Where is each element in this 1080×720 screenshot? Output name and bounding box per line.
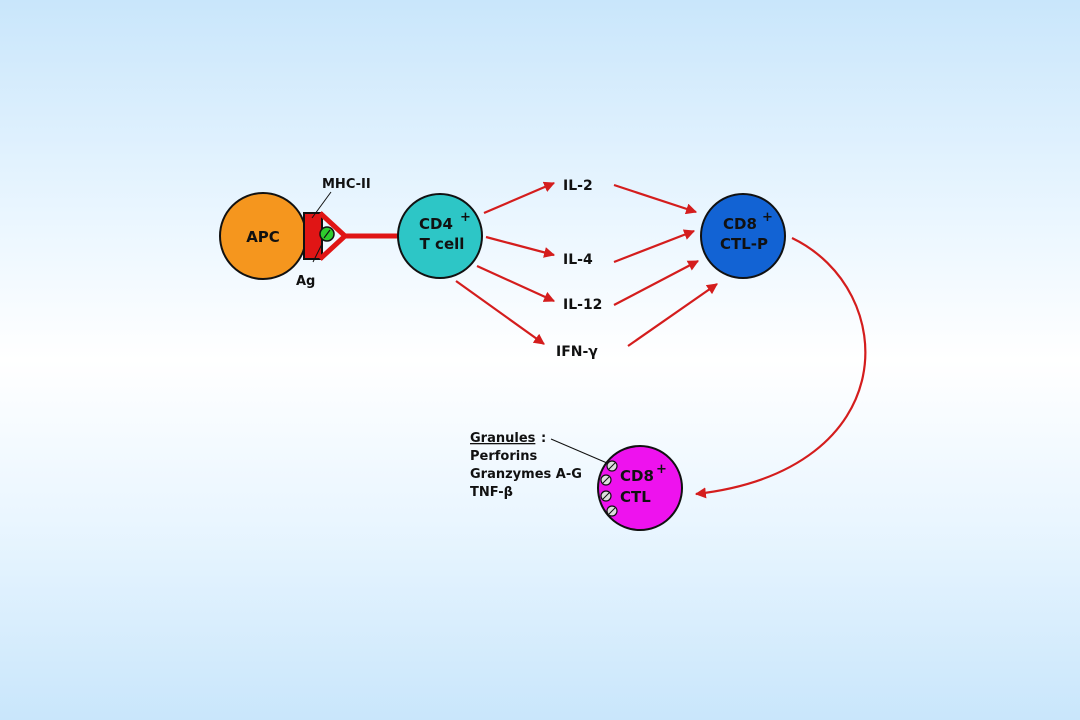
cd8p-line2: CTL-P [720,235,768,253]
cd4-t-cell: CD4 + T cell [397,193,483,279]
ctl-line2: CTL [620,488,651,506]
granule-item-tnf: TNF-β [470,485,513,500]
cd8p-circle [700,193,786,279]
granule-item-perforins: Perforins [470,449,537,464]
mhc-receptor: MHC-II Ag [296,177,398,289]
cd4-line2: T cell [420,235,465,253]
granule-mark [608,507,616,515]
arrow-cd4-il4 [485,235,556,258]
cd8p-superscript: + [762,210,773,225]
cd8-ctl-cell: CD8 + CTL [597,445,683,531]
ag-label: Ag [296,274,315,289]
granule-mark [608,462,616,470]
granule-item-granzymes: Granzymes A-G [470,467,582,482]
granules-colon: : [541,431,546,446]
antigen-mark [323,229,331,239]
cd8-ctl-p-cell: CD8 + CTL-P [700,193,786,279]
mhc-ii-label: MHC-II [322,177,371,192]
ag-leader-line [312,243,323,263]
ctl-superscript: + [656,462,667,477]
cd4-line1: CD4 [419,215,453,233]
apc-cell: APC [219,192,307,280]
granule-mark [602,492,610,500]
apc-label: APC [246,228,280,246]
granules-title: Granules [470,431,536,446]
cytokine-to-cd8-arrows [613,183,718,347]
cytokine-ifng: IFN-γ [556,344,598,360]
differentiation-arrow [694,237,867,499]
cd8p-line1: CD8 [723,215,757,233]
cytokine-il4: IL-4 [563,252,593,268]
cytokine-labels: IL-2 IL-4 IL-12 IFN-γ [556,178,602,360]
granules-pointer-line [550,438,608,464]
arrow-cd4-ifng [455,280,545,345]
arrow-il2-cd8 [613,183,698,215]
arrow-il4-cd8 [613,229,696,264]
cd4-circle [397,193,483,279]
arrow-ifng-cd8 [627,283,718,347]
cytokine-il2: IL-2 [563,178,593,194]
mhc-leader-line [311,191,332,219]
granules-annotation: Granules : Perforins Granzymes A-G TNF-β [470,431,608,500]
cd4-superscript: + [460,210,471,225]
ctl-line1: CD8 [620,467,654,485]
ctl-circle [597,445,683,531]
cd4-to-cytokine-arrows [455,181,556,345]
arrow-il12-cd8 [613,260,699,306]
cytokine-il12: IL-12 [563,297,602,313]
granule-mark [602,476,610,484]
mhc-ii-block [303,212,323,260]
arrow-cd4-il2 [483,181,556,215]
arrow-cd4-il12 [476,264,556,303]
